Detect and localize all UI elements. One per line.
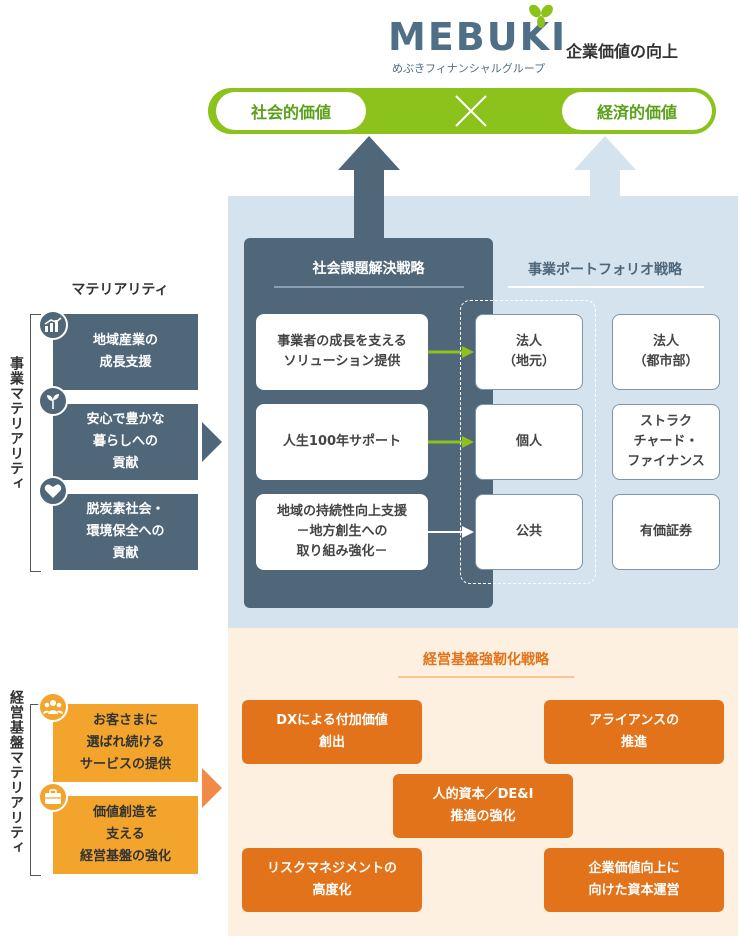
materiality-safe-living: 安心で豊かな 暮らしへの 貢献 (53, 404, 198, 480)
leaf-logo-icon (529, 4, 553, 28)
sprout-icon (38, 386, 68, 416)
bracket (30, 704, 41, 876)
management-materiality-label: 経営基盤マテリアリティ (8, 690, 24, 855)
social-value-pill: 社会的価値 (216, 92, 366, 130)
portfolio-structured-finance: ストラク チャード・ ファイナンス (612, 404, 720, 480)
portfolio-securities: 有価証券 (612, 494, 720, 570)
social-strategy-title: 社会課題解決戦略 (312, 261, 425, 277)
dashed-group (460, 300, 596, 584)
strategy-solution: 事業者の成長を支える ソリューション提供 (256, 314, 428, 390)
right-arrow-navy (202, 422, 222, 462)
connector-arrows (428, 346, 474, 538)
portfolio-corporate-urban: 法人 （都市部） (612, 314, 720, 390)
heart-icon (38, 476, 68, 506)
growth-chart-icon (38, 310, 68, 340)
portfolio-title: 事業ポートフォリオ戦略 (528, 262, 682, 278)
mgmt-alliance: アライアンスの 推進 (544, 700, 724, 764)
logo-subtitle: めぶきフィナンシャルグループ (392, 62, 546, 75)
up-arrow-social (338, 136, 400, 240)
briefcase-icon (38, 782, 68, 812)
materiality-decarbonization: 脱炭素社会・ 環境保全への 貢献 (53, 494, 198, 570)
management-strategy-title: 経営基盤強靭化戦略 (423, 652, 549, 668)
header-title: 企業価値の向上 (566, 42, 679, 61)
divider (508, 286, 704, 288)
materiality-title: マテリアリティ (71, 282, 169, 298)
people-icon (38, 692, 68, 722)
strategy-life-100: 人生100年サポート (256, 404, 428, 480)
logo-name: MEBUKI (388, 15, 568, 59)
divider (274, 286, 464, 288)
mgmt-human-capital: 人的資本／DE&I 推進の強化 (393, 774, 573, 838)
right-arrow-orange (202, 768, 222, 808)
materiality-management-base: 価値創造を 支える 経営基盤の強化 (53, 796, 198, 874)
portfolio-individual: 個人 (475, 404, 583, 480)
mgmt-risk: リスクマネジメントの 高度化 (242, 848, 422, 912)
bracket (30, 314, 41, 572)
strategy-regional: 地域の持続性向上支援 －地方創生への 取り組み強化－ (256, 494, 428, 570)
portfolio-public: 公共 (475, 494, 583, 570)
economic-value-pill: 経済的価値 (562, 92, 712, 130)
up-arrow-economic (574, 136, 636, 198)
materiality-customer-service: お客さまに 選ばれ続ける サービスの提供 (53, 704, 198, 782)
divider (398, 676, 574, 678)
mgmt-capital: 企業価値向上に 向けた資本運営 (544, 848, 724, 912)
cross-icon (455, 95, 487, 127)
business-materiality-label: 事業マテリアリティ (8, 356, 24, 491)
portfolio-corporate-local: 法人 （地元） (475, 314, 583, 390)
materiality-regional-industry: 地域産業の 成長支援 (53, 314, 198, 390)
mgmt-dx: DXによる付加価値 創出 (242, 700, 422, 764)
